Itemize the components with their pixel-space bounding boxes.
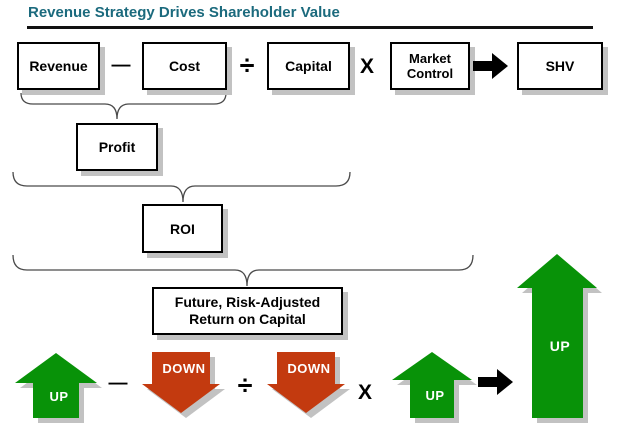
revenue-box: Revenue bbox=[17, 42, 100, 90]
divide-operator-bottom: ÷ bbox=[237, 370, 253, 400]
down-arrow-1: DOWN bbox=[142, 352, 226, 419]
shv-box: SHV bbox=[517, 42, 603, 90]
down-arrow-2-glyph bbox=[267, 352, 345, 413]
market-control-label-line2: Control bbox=[406, 66, 454, 81]
right-arrow-icon-bottom bbox=[478, 368, 514, 396]
up-arrow-1-label: UP bbox=[49, 389, 69, 404]
profit-label: Profit bbox=[98, 139, 136, 155]
up-arrow-1-glyph bbox=[15, 353, 97, 418]
profit-box: Profit bbox=[76, 123, 158, 171]
capital-box: Capital bbox=[267, 42, 350, 90]
minus-operator-bottom: — bbox=[108, 373, 128, 394]
up-arrow-result-glyph bbox=[517, 254, 597, 418]
down-arrow-2-label: DOWN bbox=[287, 361, 331, 376]
minus-operator-top: — bbox=[111, 55, 131, 76]
future-return-box: Future, Risk-Adjusted Return on Capital bbox=[152, 287, 343, 335]
up-arrow-2-label: UP bbox=[425, 388, 445, 403]
slide-title: Revenue Strategy Drives Shareholder Valu… bbox=[28, 4, 340, 21]
up-arrow-2-glyph bbox=[392, 352, 472, 418]
down-arrow-1-label: DOWN bbox=[162, 361, 206, 376]
right-arrow-glyph bbox=[473, 53, 508, 79]
right-arrow-glyph-bottom bbox=[478, 369, 513, 395]
future-return-label-line2: Return on Capital bbox=[189, 311, 306, 327]
roi-label: ROI bbox=[170, 220, 195, 237]
multiply-operator-bottom: X bbox=[357, 381, 372, 404]
cost-label: Cost bbox=[168, 58, 201, 74]
up-arrow-2: UP bbox=[392, 352, 478, 424]
title-underline bbox=[27, 26, 593, 29]
down-arrow-1-glyph bbox=[142, 352, 220, 413]
shv-label: SHV bbox=[545, 58, 575, 74]
right-arrow-icon-top bbox=[473, 52, 509, 80]
up-arrow-result-label: UP bbox=[549, 338, 571, 354]
brace-future bbox=[12, 254, 474, 287]
brace-roi bbox=[12, 171, 351, 203]
market-control-box: Market Control bbox=[390, 42, 470, 90]
roi-box: ROI bbox=[142, 204, 223, 253]
revenue-label: Revenue bbox=[29, 58, 88, 74]
cost-box: Cost bbox=[142, 42, 227, 90]
brace-profit bbox=[20, 92, 227, 120]
capital-label: Capital bbox=[285, 58, 332, 74]
up-arrow-1: UP bbox=[15, 353, 103, 424]
divide-operator-top: ÷ bbox=[239, 50, 255, 80]
future-return-label-line1: Future, Risk-Adjusted bbox=[174, 294, 321, 310]
multiply-operator-top: X bbox=[359, 55, 374, 78]
up-arrow-result: UP bbox=[517, 254, 603, 424]
down-arrow-2: DOWN bbox=[267, 352, 351, 419]
market-control-label-line1: Market bbox=[409, 51, 451, 66]
